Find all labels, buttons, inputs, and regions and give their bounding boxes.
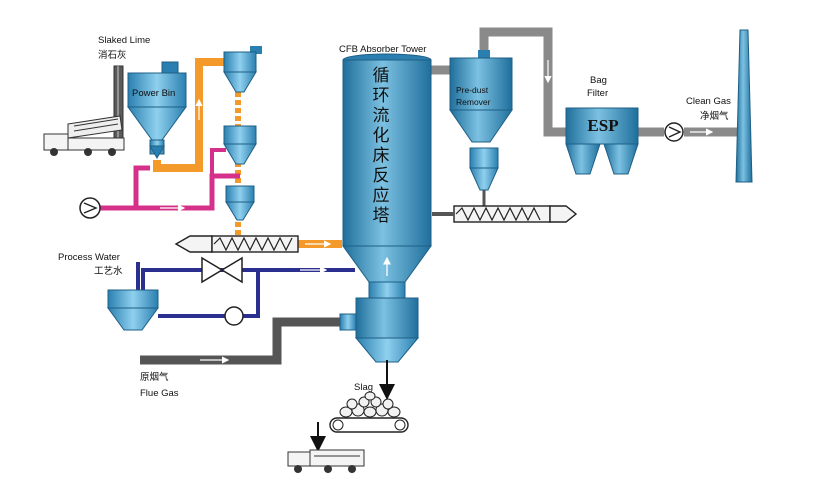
truck-icon xyxy=(287,449,365,473)
water-pump xyxy=(224,306,244,326)
cyclone-1 xyxy=(223,46,262,93)
process-water-label: Process Water xyxy=(58,252,120,263)
screw-conveyor-right xyxy=(432,205,578,223)
slaked-lime-cn-label: 消石灰 xyxy=(98,50,127,61)
fan-icon xyxy=(79,197,101,219)
bag-filter-label-line1: Bag xyxy=(590,75,607,86)
process-water-tank xyxy=(107,289,159,331)
flue-gas-cn-label: 原烟气 xyxy=(140,372,169,383)
clean-gas-label: Clean Gas xyxy=(686,96,731,107)
predust-remover xyxy=(449,50,513,191)
cfb-tower-label: CFB Absorber Tower xyxy=(339,44,427,55)
tower-cn-char: 循 xyxy=(372,66,390,86)
tower-cn-label: 循 环 流 化 床 反 应 塔 xyxy=(370,66,392,226)
slag-label: Slag xyxy=(354,382,374,393)
slaked-lime-label: Slaked Lime xyxy=(98,35,151,46)
tower-cn-char: 床 xyxy=(372,146,390,166)
flue-gas-inlet-pipe xyxy=(140,317,340,365)
esp-label: ESP xyxy=(587,116,619,135)
flue-gas-label: Flue Gas xyxy=(140,388,179,399)
gas-outlet-pipe xyxy=(430,27,738,137)
predust-label-line1: Pre-dust xyxy=(456,85,489,95)
tower-cn-char: 应 xyxy=(372,186,390,206)
power-bin xyxy=(127,61,187,159)
power-bin-label: Power Bin xyxy=(132,88,176,99)
process-water-pipe xyxy=(136,262,355,318)
predust-label-line2: Remover xyxy=(456,97,491,107)
cyclone-2 xyxy=(223,125,257,165)
process-water-cn-label: 工艺水 xyxy=(94,266,123,277)
cyclone-3 xyxy=(225,185,255,221)
bag-filter-label-line2: Filter xyxy=(587,88,609,99)
screw-conveyor-left xyxy=(174,235,299,253)
tower-cn-char: 塔 xyxy=(372,206,390,226)
cfb-absorber-tower xyxy=(339,53,432,400)
tower-cn-char: 化 xyxy=(372,126,390,146)
tower-cn-char: 环 xyxy=(372,86,390,106)
tower-cn-char: 反 xyxy=(372,166,390,186)
tower-cn-char: 流 xyxy=(372,106,390,126)
truck-icon xyxy=(43,115,125,156)
clean-gas-cn-label: 净烟气 xyxy=(700,111,729,122)
lime-feed-pipe xyxy=(153,58,342,248)
fan-icon xyxy=(664,122,684,142)
lime-feed-pole xyxy=(113,65,124,145)
valve-icon xyxy=(201,256,243,284)
belt-conveyor-icon xyxy=(310,391,409,452)
esp-bag-filter xyxy=(565,107,639,175)
chimney-icon xyxy=(735,29,753,183)
air-pipe xyxy=(100,148,240,212)
